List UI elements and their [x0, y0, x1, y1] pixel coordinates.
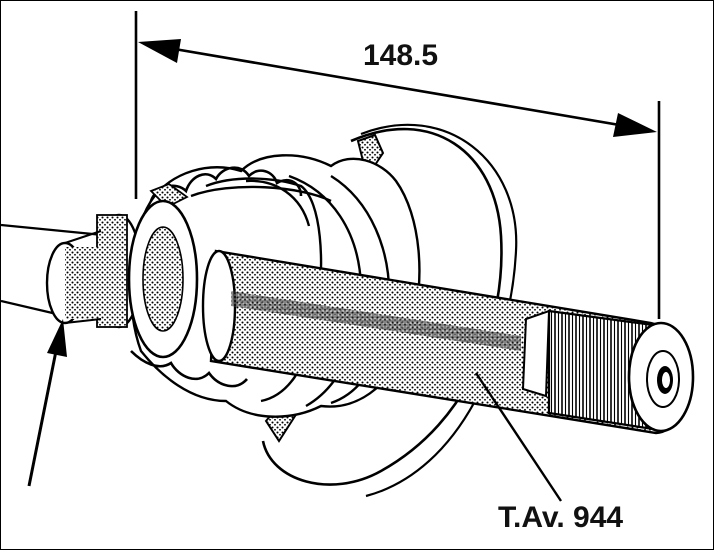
dimension-label: 148.5 [363, 39, 439, 72]
tool-label: T.Av. 944 [498, 501, 624, 534]
tool-tube [201, 249, 695, 435]
tool-leader-line [475, 372, 562, 502]
dimension-line [134, 11, 661, 319]
pointer-arrow [27, 319, 67, 487]
joint-housing [45, 199, 199, 359]
